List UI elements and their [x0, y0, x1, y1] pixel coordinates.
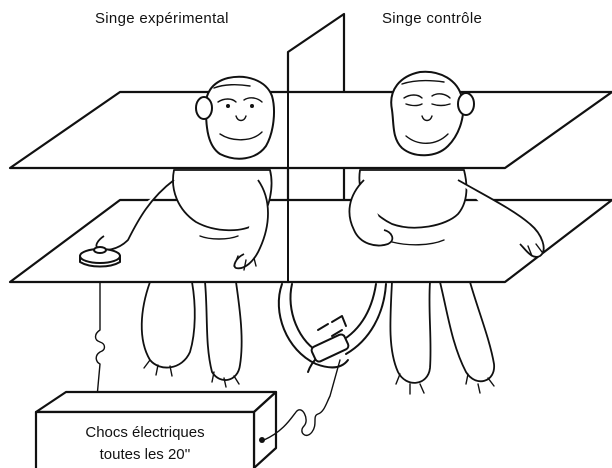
upper-plane — [10, 92, 612, 168]
experimental-monkey-label: Singe expérimental — [95, 10, 229, 27]
control-monkey-label: Singe contrôle — [382, 10, 482, 27]
shock-box-line-1: Chocs électriques — [36, 422, 254, 444]
shock-box-label: Chocs électriques toutes les 20'' — [36, 422, 254, 466]
button-wire — [96, 282, 105, 408]
control-monkey-legs — [390, 282, 494, 394]
tail-electrode — [310, 316, 349, 363]
experimental-monkey-legs — [142, 282, 242, 387]
shock-box-line-2: toutes les 20'' — [36, 444, 254, 466]
